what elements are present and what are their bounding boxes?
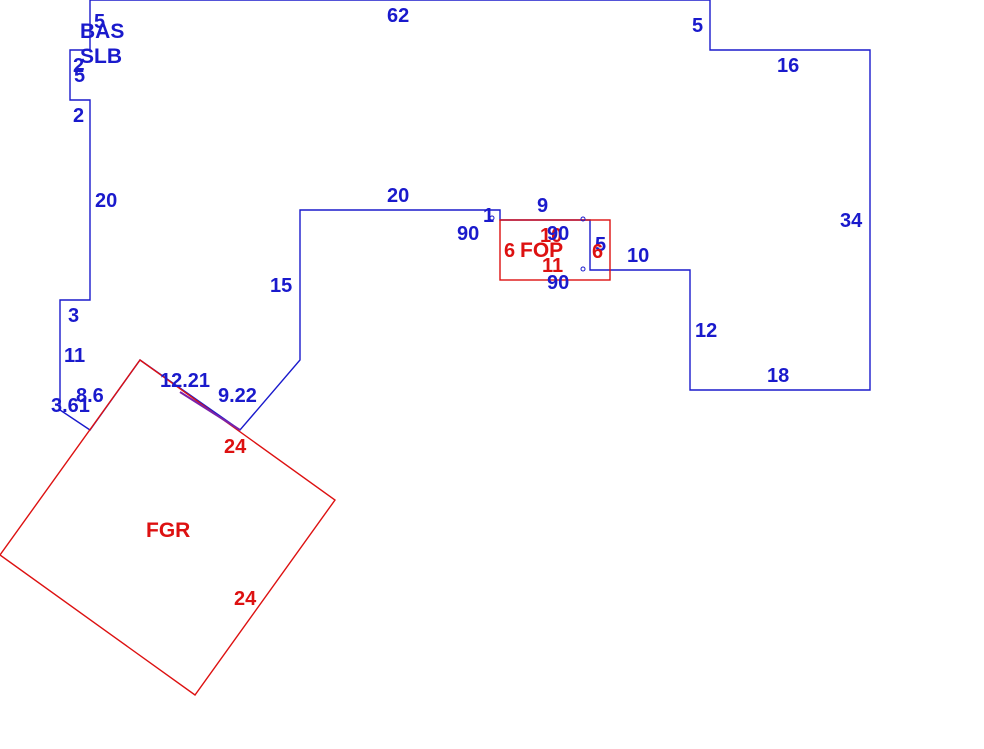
dimension-label: 34 — [840, 210, 863, 232]
dimension-label: 62 — [387, 5, 409, 27]
dimension-label: 5 — [94, 11, 105, 33]
dimension-label: 12.21 — [160, 370, 210, 392]
dimension-label: 24 — [234, 588, 257, 610]
dimension-label: 6 — [592, 241, 603, 263]
dimension-label: 5 — [595, 234, 606, 256]
angle-label: 90 — [547, 272, 569, 294]
area-label-bas: BAS — [80, 20, 124, 43]
dimension-label: 10 — [540, 225, 562, 247]
dimension-label: 18 — [767, 365, 789, 387]
area-label-fop: FOP — [520, 239, 563, 262]
dimension-label: 12 — [695, 320, 717, 342]
dimension-label: 1 — [483, 205, 494, 227]
dimension-label: 20 — [95, 190, 117, 212]
dimension-label: 3.61 — [51, 395, 90, 417]
dimension-label: 6 — [504, 240, 515, 262]
main-building-outline — [59, 0, 871, 431]
fop-outline — [499, 219, 611, 281]
dimension-label: 9.22 — [218, 385, 257, 407]
dimension-label: 2 — [73, 55, 84, 77]
angle-label: 90 — [547, 223, 569, 245]
dimension-label: 15 — [270, 275, 292, 297]
fgr-outline — [0, 359, 336, 696]
vertex-marker — [580, 266, 586, 272]
dimension-label: 9 — [537, 195, 548, 217]
dimension-label: 2 — [73, 105, 84, 127]
shared-wall — [179, 391, 241, 431]
vertex-marker — [580, 216, 586, 222]
dimension-label: 5 — [692, 15, 703, 37]
dimension-label: 16 — [777, 55, 799, 77]
vertex-marker — [489, 215, 495, 221]
dimension-label: 3 — [68, 305, 79, 327]
dimension-label: 5 — [74, 65, 85, 87]
dimension-label: 11 — [542, 255, 563, 277]
dimension-label: 10 — [627, 245, 649, 267]
dimension-label: 8.6 — [76, 385, 104, 407]
dimension-label: 11 — [64, 345, 85, 367]
dimension-label: 20 — [387, 185, 409, 207]
angle-label: 90 — [457, 223, 479, 245]
area-label-slb: SLB — [80, 45, 122, 68]
area-label-fgr: FGR — [146, 519, 190, 542]
dimension-label: 24 — [224, 436, 247, 458]
